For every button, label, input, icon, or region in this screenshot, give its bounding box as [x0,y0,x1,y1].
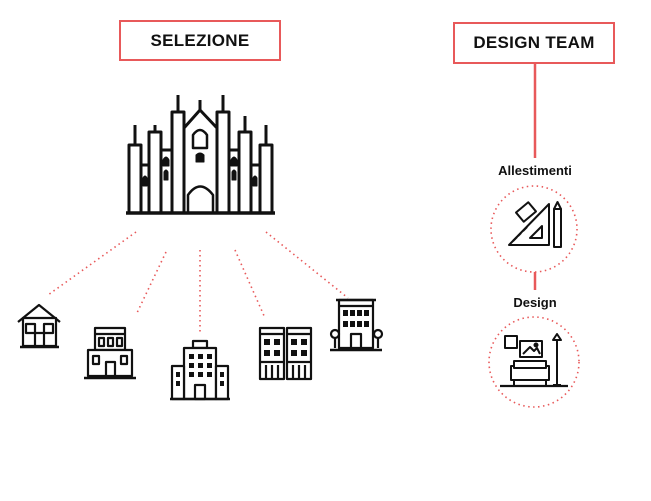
townhouses-icon [258,326,313,381]
connector-palazzo [265,231,349,299]
selezione-title: SELEZIONE [119,20,281,61]
office-building-icon [170,339,230,401]
design-team-title: DESIGN TEAM [453,22,615,64]
connector-house [47,231,137,296]
dotted-connectors [47,231,349,335]
palazzo-icon [329,298,384,352]
connector-townhouses [234,249,266,319]
design-circle [488,316,580,408]
design-label: Design [513,295,557,310]
allestimenti-label: Allestimenti [498,163,572,178]
duomo-cathedral-icon [126,95,275,215]
allestimenti-circle [490,185,578,273]
living-room-icon [500,333,568,388]
house-icon [17,303,61,349]
connector-villa [135,251,167,316]
villa-icon [84,326,136,380]
drafting-tools-icon [508,201,562,248]
